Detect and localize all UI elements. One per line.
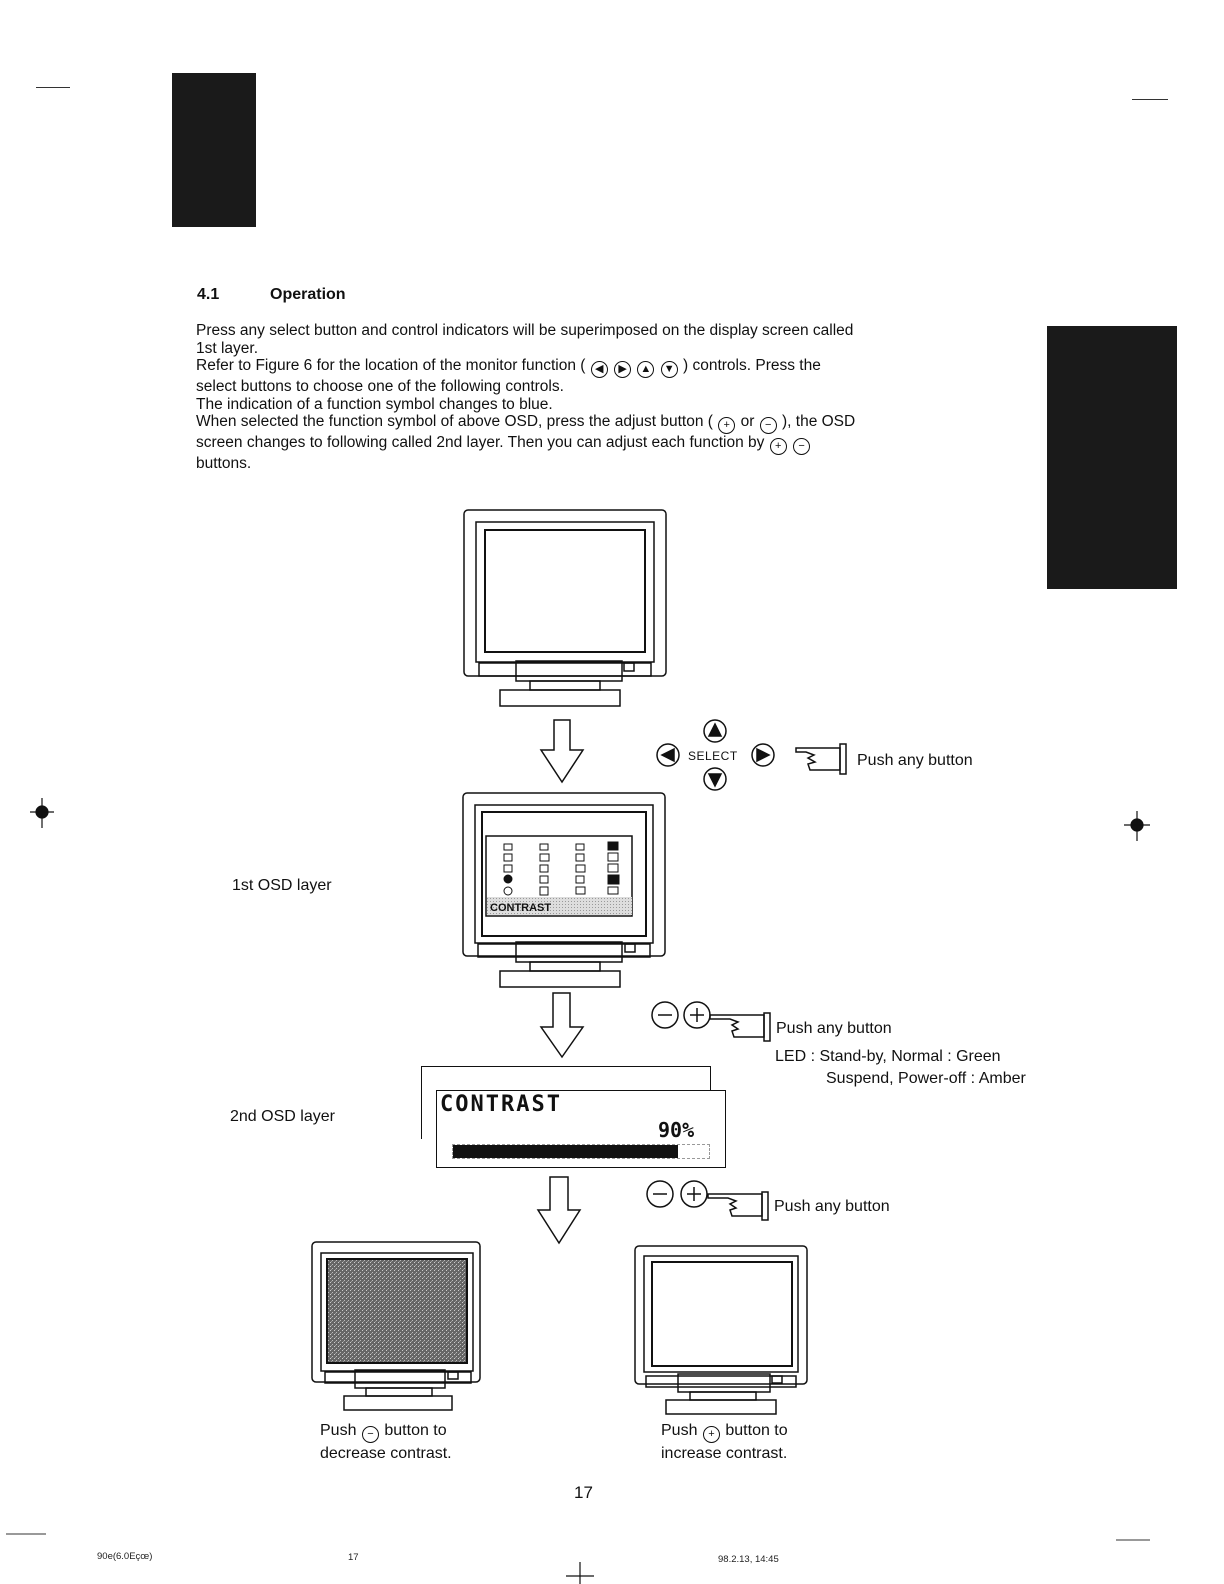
- para-line-6: When selected the function symbol of abo…: [196, 413, 986, 434]
- push-any-button-3: Push any button: [774, 1198, 890, 1215]
- para-line-4: select buttons to choose one of the foll…: [196, 378, 564, 395]
- header-black-bar: [172, 73, 256, 227]
- minus-icon: −: [361, 1426, 379, 1443]
- footer-mid: 17: [348, 1552, 359, 1563]
- osd2-layer-label: 2nd OSD layer: [230, 1108, 335, 1125]
- footer-left: 90e(6.0Eçœ): [97, 1551, 153, 1562]
- minus-icon: −: [793, 438, 811, 455]
- para-line-6a: When selected the function symbol of abo…: [196, 413, 713, 430]
- plus-icon: +: [718, 417, 736, 434]
- section-number: 4.1: [197, 286, 220, 303]
- caption-increase-push: Push: [661, 1422, 698, 1439]
- para-line-3: Refer to Figure 6 for the location of th…: [196, 357, 986, 378]
- up-arrow-icon: ▲: [637, 361, 655, 378]
- push-any-button-2: Push any button: [776, 1020, 892, 1037]
- caption-increase-button: button to: [725, 1422, 788, 1439]
- adjust-buttons-2: [646, 1180, 708, 1208]
- para-line-5: The indication of a function symbol chan…: [196, 395, 553, 413]
- caption-decrease-button: button to: [384, 1422, 447, 1439]
- select-buttons: [656, 719, 775, 791]
- left-arrow-icon: ◀: [590, 361, 608, 378]
- para-line-3b: ) controls. Press the: [683, 357, 821, 374]
- osd2-value: 90%: [658, 1118, 695, 1142]
- osd1-layer-label: 1st OSD layer: [232, 877, 332, 894]
- push-any-button-1: Push any button: [857, 752, 973, 769]
- footer-right: 98.2.13, 14:45: [718, 1554, 779, 1565]
- corner-rule-right: [1132, 99, 1168, 100]
- para-line-8: buttons.: [196, 455, 252, 472]
- para-line-2: 1st layer.: [196, 339, 259, 357]
- body-paragraph: Press any select button and control indi…: [196, 322, 986, 473]
- side-black-bar: [1047, 326, 1177, 589]
- monitor-top: [463, 509, 667, 707]
- led-line-2: Suspend, Power-off : Amber: [826, 1070, 1026, 1087]
- section-title: Operation: [270, 286, 346, 303]
- osd2-level-fill: [453, 1145, 678, 1158]
- registration-mark-left: [30, 798, 54, 828]
- caption-decrease-text: decrease contrast.: [320, 1445, 452, 1462]
- osd1-icons: [503, 841, 620, 896]
- led-line-1: LED : Stand-by, Normal : Green: [775, 1048, 1001, 1065]
- para-line-6b: ), the OSD: [782, 413, 856, 430]
- para-line-3a: Refer to Figure 6 for the location of th…: [196, 357, 586, 374]
- para-line-6-or: or: [740, 413, 755, 430]
- adjust-buttons-1: [651, 1001, 711, 1029]
- osd1-contrast-text: CONTRAST: [490, 902, 551, 914]
- monitor-osd1: [462, 792, 666, 988]
- caption-decrease-push: Push: [320, 1422, 357, 1439]
- caption-decrease: Push − button to decrease contrast.: [320, 1420, 452, 1465]
- osd2-title: CONTRAST: [440, 1092, 562, 1117]
- down-arrow-icon: ▼: [660, 361, 678, 378]
- hand-icon-1: [795, 743, 847, 775]
- plus-icon: +: [769, 438, 787, 455]
- registration-mark-bottom: [566, 1562, 594, 1584]
- osd2-level-track: [452, 1144, 710, 1159]
- down-arrow-1: [539, 719, 585, 784]
- hand-icon-3: [707, 1191, 769, 1221]
- plus-icon: +: [702, 1426, 720, 1443]
- monitor-increase: [634, 1245, 808, 1415]
- page-number: 17: [574, 1483, 593, 1502]
- minus-icon: −: [759, 417, 777, 434]
- para-line-7: screen changes to following called 2nd l…: [196, 434, 986, 455]
- registration-mark-right: [1124, 811, 1150, 841]
- corner-rule-left: [36, 87, 70, 88]
- caption-increase: Push + button to increase contrast.: [661, 1420, 788, 1465]
- select-label: SELECT: [688, 749, 738, 763]
- down-arrow-3: [536, 1176, 582, 1245]
- hand-icon-2: [709, 1012, 771, 1042]
- caption-increase-text: increase contrast.: [661, 1445, 788, 1462]
- down-arrow-2: [539, 992, 585, 1059]
- para-line-1: Press any select button and control indi…: [196, 322, 854, 339]
- monitor-decrease: [311, 1241, 481, 1411]
- right-arrow-icon: ▶: [614, 361, 632, 378]
- para-line-7-text: screen changes to following called 2nd l…: [196, 434, 765, 451]
